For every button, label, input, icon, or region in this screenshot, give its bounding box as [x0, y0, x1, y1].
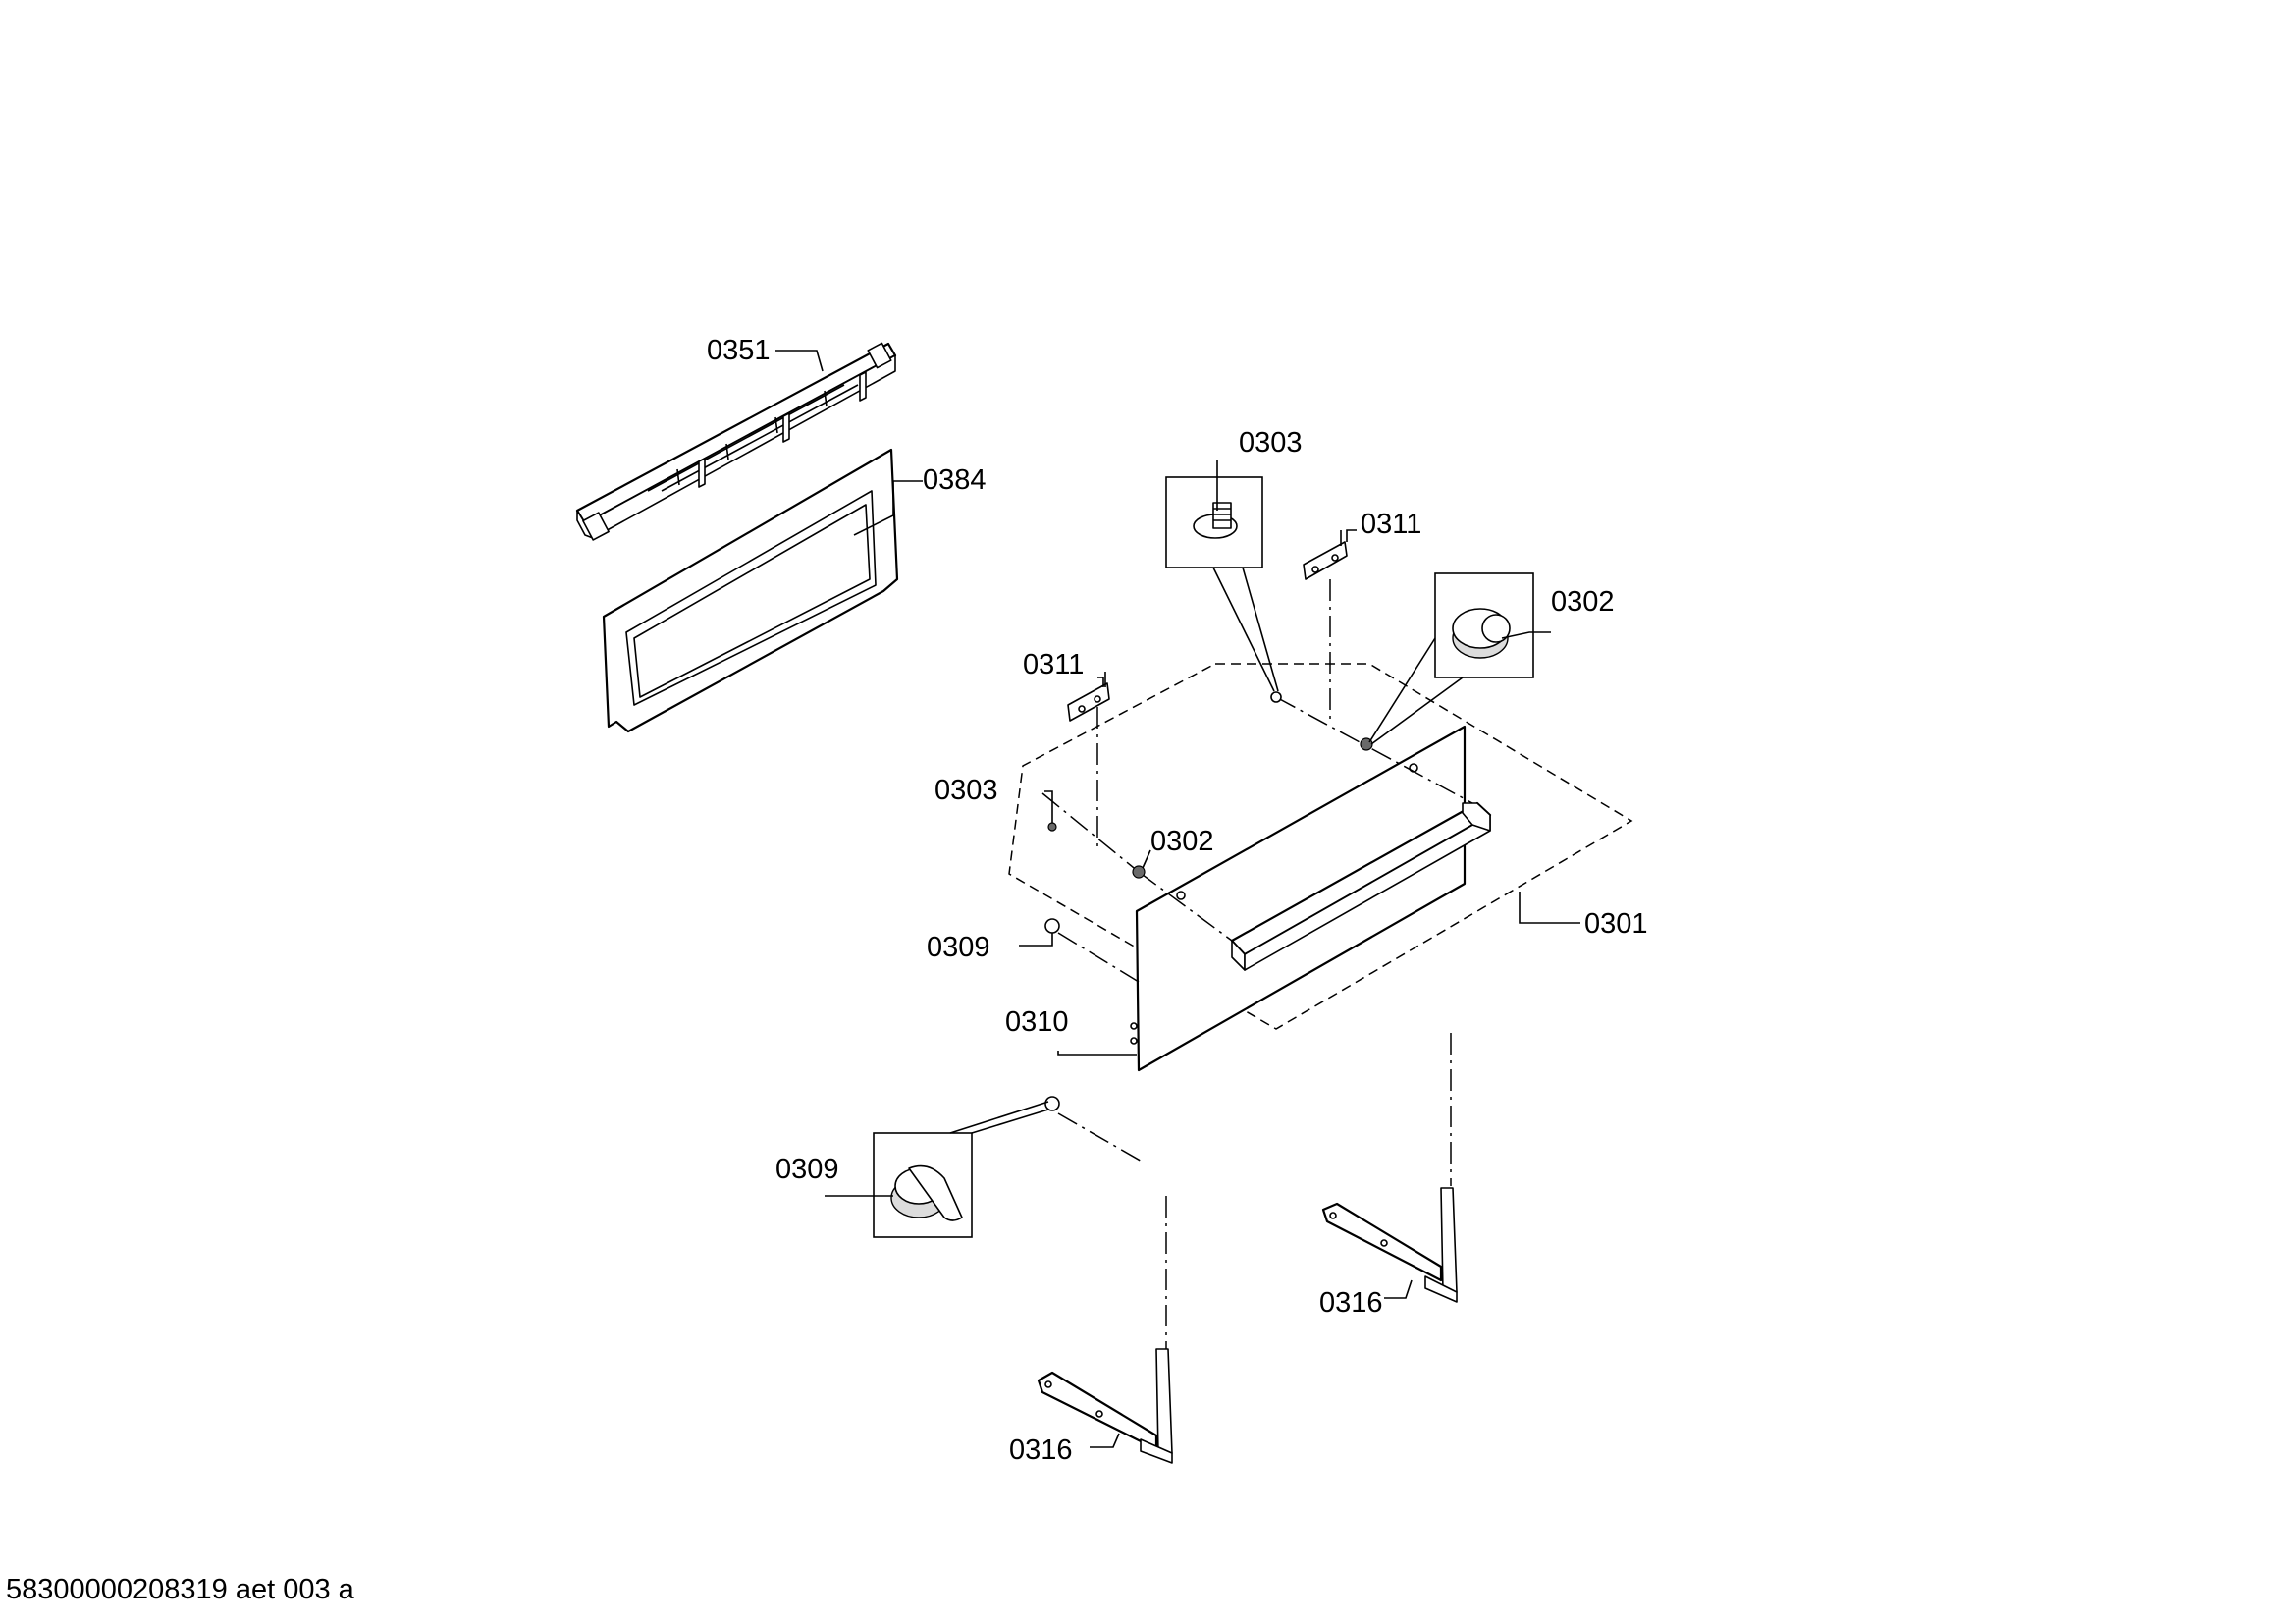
part-0303-screw-detail[interactable] [1165, 476, 1279, 692]
label-0302-mid: 0302 [1150, 826, 1214, 857]
part-0311-hinge-plate-lower[interactable] [1067, 672, 1110, 722]
label-0316-left: 0316 [1009, 1435, 1073, 1466]
label-0311-left: 0311 [1023, 649, 1084, 680]
part-0310-door-panel[interactable] [1130, 725, 1467, 1072]
assembly-axes [1041, 579, 1473, 1353]
part-0301-door-handle[interactable] [1230, 801, 1492, 971]
label-0309-mid: 0309 [927, 932, 990, 963]
label-0384: 0384 [923, 464, 987, 496]
part-0302-nut-detail[interactable] [1368, 572, 1534, 745]
label-0311-top: 0311 [1361, 509, 1421, 540]
part-labels: 0351 0384 0303 0311 0302 0311 0303 0302 … [707, 335, 1648, 1466]
part-0316-hinge-right[interactable] [1321, 1187, 1458, 1303]
part-0309-bumper-detail[interactable] [873, 1101, 1049, 1238]
label-0351: 0351 [707, 335, 771, 366]
label-0303-left: 0303 [934, 775, 998, 806]
part-0384-glass-panel[interactable] [602, 448, 899, 733]
label-0303-top: 0303 [1239, 427, 1303, 459]
door-assembly-outline [1008, 663, 1633, 1030]
part-0351-trim-strip[interactable] [575, 342, 897, 541]
label-0301: 0301 [1584, 908, 1648, 940]
leader-lines [775, 350, 1580, 1448]
label-0302-top: 0302 [1551, 586, 1615, 618]
label-0316-right: 0316 [1319, 1287, 1383, 1319]
part-0311-hinge-plate-upper[interactable] [1303, 530, 1348, 580]
label-0309-inset: 0309 [775, 1154, 839, 1185]
part-0316-hinge-left[interactable] [1037, 1348, 1173, 1464]
label-0310: 0310 [1005, 1006, 1069, 1038]
document-id-footer: 58300000208319 aet 003 a [6, 1574, 355, 1605]
